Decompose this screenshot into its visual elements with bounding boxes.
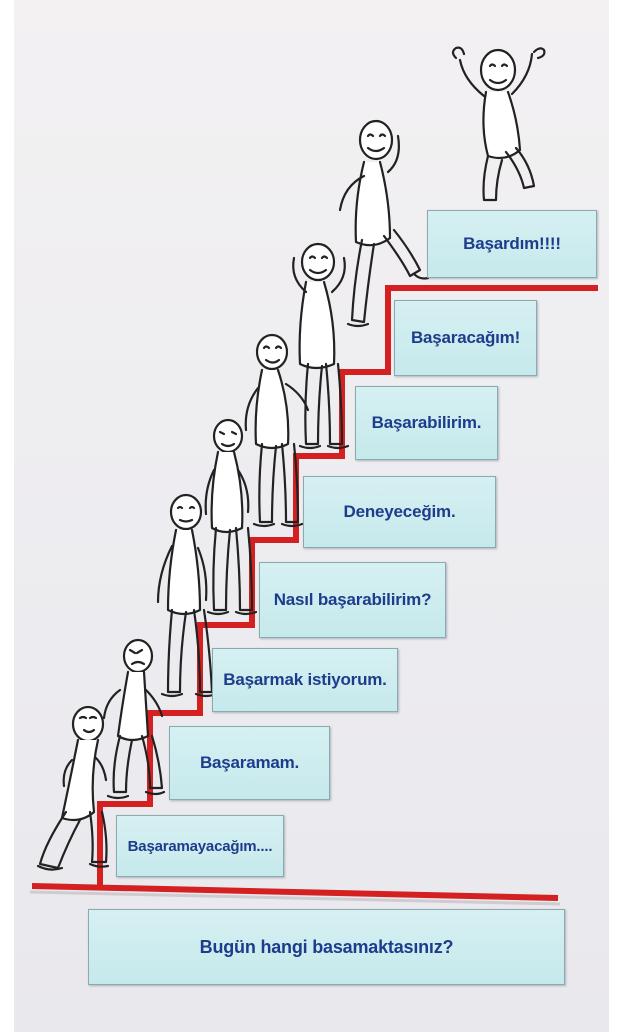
step-label-1: Başaramayacağım.... — [116, 815, 284, 877]
step-label-5: Deneyeceğim. — [303, 476, 496, 548]
stick-figure-icon — [102, 638, 166, 800]
right-margin — [609, 0, 625, 1032]
stick-figure-icon — [338, 119, 430, 328]
stair-shadow — [29, 890, 561, 906]
stick-figure-icon — [244, 333, 310, 528]
step-label-2: Başaramam. — [169, 726, 330, 800]
step-label-3: Başarmak istiyorum. — [212, 648, 398, 712]
stick-figure-icon — [156, 493, 218, 698]
stick-figure-icon — [204, 418, 258, 616]
stick-figure-icon — [292, 242, 350, 450]
stick-figure-icon — [451, 46, 546, 202]
step-label-4: Nasıl başarabilirim? — [259, 562, 446, 638]
step-label-7: Başaracağım! — [394, 300, 537, 376]
question-label: Bugün hangi basamaktasınız? — [88, 909, 565, 985]
step-label-8: Başardım!!!! — [427, 210, 597, 278]
stick-figure-icon — [36, 705, 110, 871]
step-label-6: Başarabilirim. — [355, 386, 498, 460]
left-margin — [0, 0, 14, 1032]
